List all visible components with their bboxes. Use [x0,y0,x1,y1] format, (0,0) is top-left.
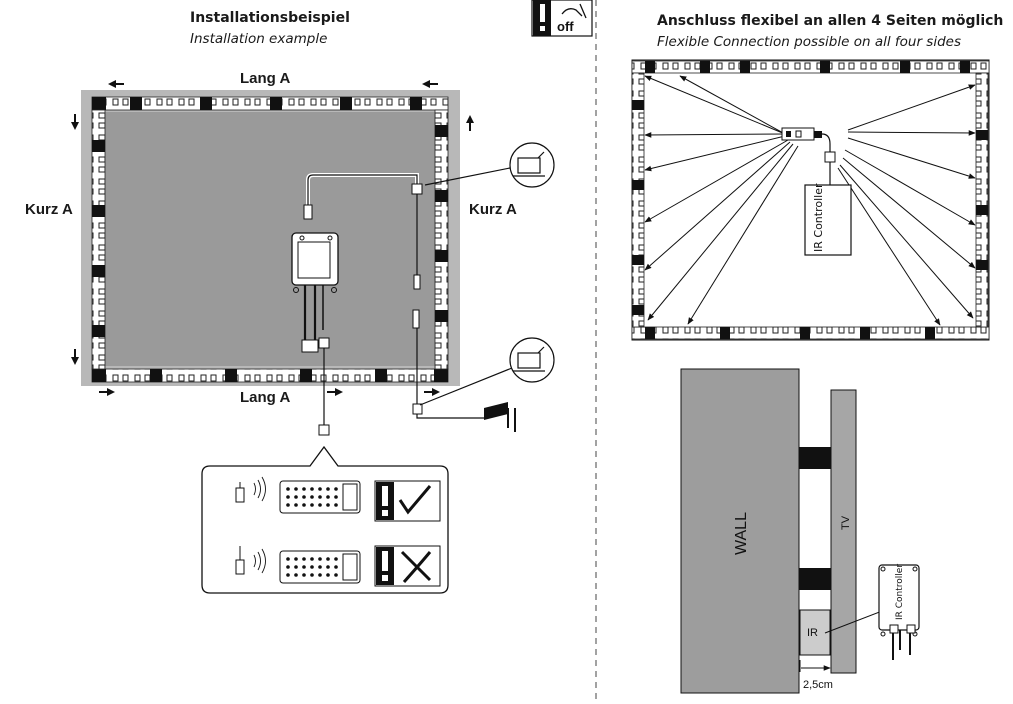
tv-back-panel [81,90,460,386]
remote-wrong-row [235,545,441,587]
flex-controller [781,127,852,256]
flex-led-strips [631,60,990,340]
off-label: off [557,19,574,34]
flexible-connection-title: Anschluss flexibel an allen 4 Seiten mög… [657,13,1004,29]
remote-ok-row [235,476,441,522]
label-lang-bottom: Lang A [240,389,291,406]
tv-mount-brackets [799,447,831,590]
led-strip-right [434,109,449,370]
callout-icons [419,142,555,406]
connection-arrows [644,75,976,326]
flexible-connection-subtitle: Flexible Connection possible on all four… [657,34,961,50]
tv-side-block [830,389,857,674]
ir-label: IR [807,627,818,639]
dimension-label: 2,5cm [803,679,833,691]
wall-label: WALL [733,512,750,555]
installation-title: Installationsbeispiel [190,10,350,26]
small-ir-controller [878,564,920,660]
dimension-marker [799,660,832,672]
flex-controller-label: IR Controller [812,183,825,252]
tv-label: TV [840,515,852,530]
installation-subtitle: Installation example [190,31,328,47]
led-strip-top [91,96,449,111]
power-off-warning-icon [531,0,593,37]
small-controller-label: IR Controller [895,564,905,620]
label-lang-top: Lang A [240,70,291,87]
wall-block [680,368,800,694]
remote-range-callout [201,445,449,594]
label-kurz-left: Kurz A [25,201,73,218]
left-ir-controller [291,173,516,436]
led-strip-bottom [91,368,449,383]
label-kurz-right: Kurz A [469,201,517,218]
direction-arrows [71,80,474,396]
led-strip-left [91,109,106,370]
